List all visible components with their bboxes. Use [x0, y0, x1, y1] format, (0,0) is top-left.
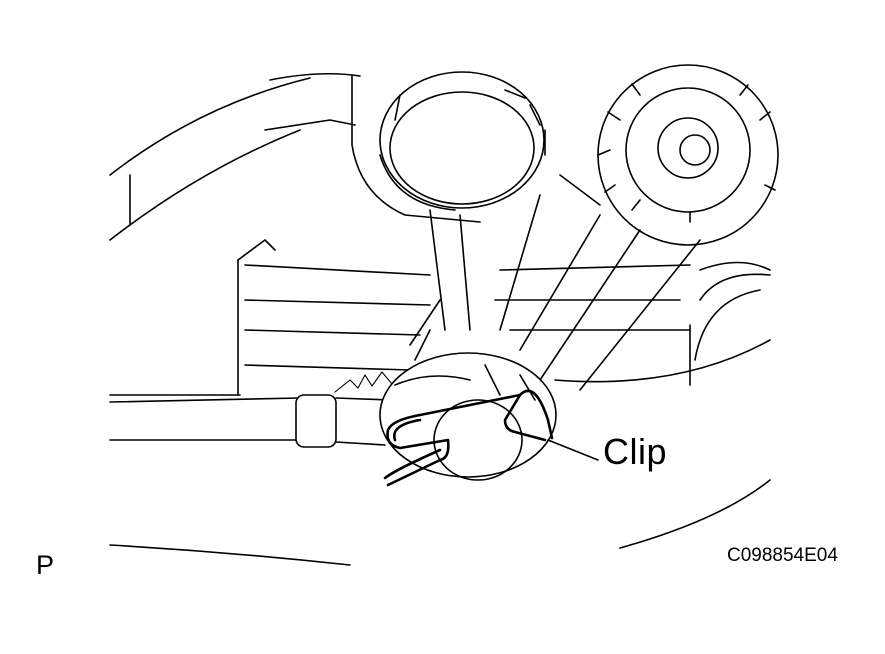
view-label: P	[36, 550, 55, 580]
callout-leader-line	[547, 439, 599, 461]
case-ribs	[237, 239, 691, 396]
figure-code: C098854E04	[727, 545, 838, 566]
cable-grommet	[379, 352, 557, 481]
control-cable	[109, 371, 411, 448]
right-cup-boss	[597, 64, 779, 246]
retaining-clip	[383, 389, 554, 487]
clip-callout-label: Clip	[603, 431, 668, 472]
body-panel-lines	[109, 72, 771, 566]
lower-right-boss	[694, 261, 771, 361]
left-cup-boss	[351, 71, 546, 223]
